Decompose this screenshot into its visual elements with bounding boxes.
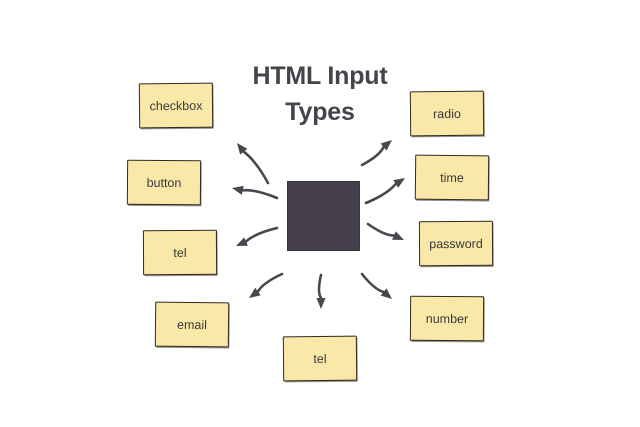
arrow-to-time-shaft [364,182,398,205]
arrow-to-email-shaft [256,272,284,293]
arrow-to-checkbox-head [237,143,248,155]
arrow-to-password-shaft [366,222,396,237]
node-time[interactable]: time [414,154,490,201]
node-label-tel-left: tel [173,245,187,260]
node-label-password: password [429,236,483,251]
arrow-to-password-head [392,231,404,240]
arrow-to-number-head [380,288,392,299]
arrow-to-checkbox-shaft [242,150,270,185]
node-tel-bottom[interactable]: tel [282,335,358,382]
page-title: HTML Input Types [252,62,388,126]
node-password[interactable]: password [418,220,494,267]
center-hub [287,181,360,251]
node-email[interactable]: email [154,301,230,348]
node-label-checkbox: checkbox [149,98,203,113]
node-number[interactable]: number [409,295,485,342]
arrow-to-email-head [249,287,261,298]
arrow-to-radio-head [380,140,392,151]
arrow-to-tel-left-head [236,237,248,246]
node-radio[interactable]: radio [409,90,485,137]
node-button[interactable]: button [126,159,202,206]
arrow-to-time-head [393,178,405,188]
arrow-to-button-head [232,185,244,195]
arrow-to-number-shaft [360,272,385,294]
node-label-email: email [176,317,208,332]
node-label-radio: radio [433,106,461,121]
arrow-to-tel-bottom-head [316,298,326,309]
node-label-tel-bottom: tel [313,351,327,366]
node-tel-left[interactable]: tel [142,229,218,276]
node-label-button: button [146,175,182,190]
arrow-to-tel-bottom-shaft [317,273,323,300]
node-label-time: time [440,170,464,185]
arrow-to-tel-left-shaft [244,226,279,243]
arrow-group [232,140,405,309]
arrow-to-radio-shaft [360,145,385,167]
node-label-number: number [425,311,469,326]
node-checkbox[interactable]: checkbox [138,82,214,129]
arrow-to-button-shaft [241,188,279,200]
